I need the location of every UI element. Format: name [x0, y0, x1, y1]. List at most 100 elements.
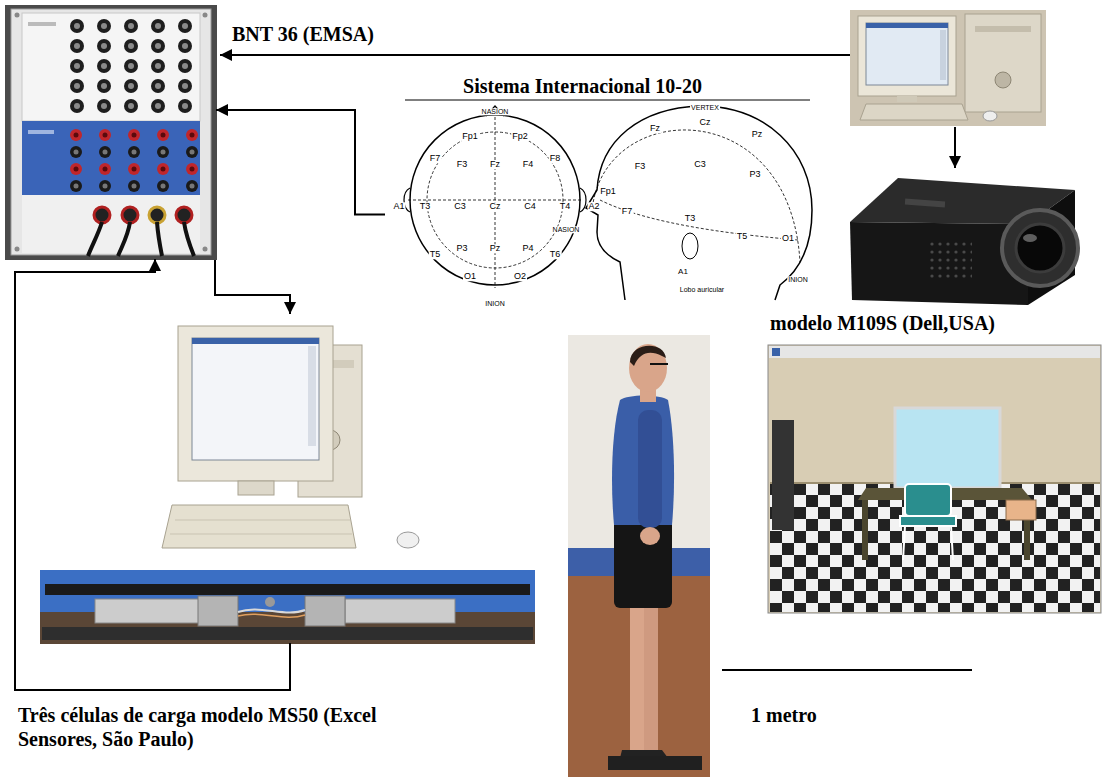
electrode-label: Fz [489, 160, 501, 169]
electrode-label: C3 [693, 160, 707, 169]
force-plate-photo-part [345, 599, 455, 623]
electrode-label: P4 [521, 244, 534, 253]
eeg-10-20-chart [404, 100, 812, 300]
stimulus-computer-photo [850, 10, 1046, 126]
recording-computer-photo-part [162, 505, 356, 548]
virtual-room-screenshot-part [772, 348, 780, 356]
device-node: modelo M109S (Dell,USA) [850, 172, 1075, 307]
subject-photo-part [650, 363, 668, 365]
device-node: BNT 36 (EMSA) [8, 8, 215, 258]
electrode-label: NASION [481, 108, 510, 115]
stimulus-computer-photo-part [866, 23, 948, 85]
recording-computer-photo-part [192, 338, 319, 460]
caption-text: Três células de carga modelo MS50 (Excel… [18, 703, 388, 751]
electrode-label: VERTEX [690, 104, 720, 111]
stimulus-computer-photo-part [965, 14, 1041, 112]
stimulus-computer-photo-part [860, 104, 968, 120]
electrode-label: T6 [549, 250, 562, 259]
electrode-label: A2 [587, 202, 600, 211]
electrode-label: O2 [513, 272, 527, 281]
subject-photo-part [608, 756, 702, 770]
electrode-label: Fz [649, 124, 661, 133]
projector-photo-part [850, 222, 1028, 305]
eeg-amplifier-photo-part [203, 247, 208, 252]
stimulus-computer-photo-part [983, 111, 997, 121]
caption-text: Sistema Internacional 10-20 [365, 74, 800, 98]
virtual-room-screenshot-part [895, 408, 1000, 488]
recording-computer-photo-part [192, 338, 319, 344]
electrode-label: F8 [549, 154, 562, 163]
eeg-amplifier-photo-part [94, 207, 110, 223]
eeg-amplifier-photo-part [122, 207, 138, 223]
eeg-amplifier-photo-part [11, 9, 211, 255]
force-plate-photo-part [238, 614, 305, 617]
recording-computer-photo-part [175, 520, 350, 521]
stimulus-computer-photo-part [858, 16, 956, 96]
electrode-label: O1 [463, 272, 477, 281]
force-plate-photo-part [40, 570, 535, 644]
stimulus-computer-photo-part [940, 30, 946, 80]
force-plate-photo-part [265, 597, 275, 607]
subject-photo-part [629, 344, 667, 392]
device-caption: Sistema Internacional 10-20 [365, 74, 800, 98]
virtual-room-screenshot-part [772, 420, 794, 530]
projector-photo-part [1023, 234, 1037, 242]
force-plate-photo-part [45, 584, 530, 595]
eeg-amplifier-photo-part [64, 16, 199, 116]
subject-photo-part [640, 527, 660, 545]
eeg-amplifier-photo-part [15, 247, 20, 252]
projector-photo [850, 178, 1078, 305]
subject-photo-part [630, 600, 644, 750]
electrode-label: C3 [453, 202, 467, 211]
electrode-label: Fp1 [461, 132, 479, 141]
force-plate-photo-part [42, 627, 533, 640]
recording-computer-photo [162, 326, 419, 548]
electrode-label: T3 [684, 214, 697, 223]
virtual-room-screenshot-part [903, 526, 905, 560]
virtual-room-screenshot-part [862, 500, 868, 560]
recording-computer-photo-part [397, 532, 419, 548]
eeg-10-20-chart-part [586, 106, 812, 300]
electrode-label: INION [484, 300, 505, 307]
eeg-amplifier-photo-part [176, 207, 192, 223]
electrode-label: F7 [429, 154, 442, 163]
stimulus-computer-photo-part [995, 72, 1011, 88]
eeg-10-20-chart-part [580, 188, 586, 212]
projector-photo-part [1002, 210, 1078, 286]
virtual-room-screenshot-part [900, 516, 956, 526]
force-plate-photo [40, 570, 535, 644]
recording-computer-photo-part [238, 481, 274, 495]
eeg-10-20-chart-part [405, 100, 810, 101]
electrode-label: T4 [559, 202, 572, 211]
electrode-label: P3 [748, 170, 761, 179]
virtual-room-screenshot-part [770, 483, 1100, 612]
device-node: Sistema Internacional 10-20 [385, 72, 820, 302]
electrode-label: F4 [522, 160, 535, 169]
electrode-label: Fp2 [511, 132, 529, 141]
eeg-amplifier-photo [5, 5, 217, 260]
subject-photo [568, 335, 710, 777]
recording-computer-photo-part [308, 346, 316, 446]
force-plate-photo-part [305, 596, 345, 626]
eeg-amplifier-photo-part [28, 130, 54, 134]
electrode-label: F3 [634, 162, 647, 171]
scale-bar-part [722, 669, 972, 671]
scale-label: 1 metro [750, 705, 818, 726]
eeg-amplifier-photo-part [157, 222, 162, 256]
recording-computer-photo-part [170, 534, 352, 535]
force-plate-photo-part [95, 599, 205, 623]
device-caption: Três células de carga modelo MS50 (Excel… [18, 703, 388, 751]
eeg-10-20-chart-part [408, 200, 582, 201]
projector-photo-part [905, 199, 945, 208]
force-plate-photo-part [238, 609, 305, 612]
electrode-label: T5 [736, 232, 749, 241]
virtual-room-screenshot [768, 345, 1101, 613]
eeg-amplifier-photo-part [203, 13, 208, 18]
eeg-amplifier-photo-part [149, 207, 165, 223]
eeg-amplifier-photo-part [28, 22, 56, 26]
electrode-label: Pz [751, 130, 764, 139]
electrode-label: T3 [419, 202, 432, 211]
signal-arrow-part [220, 54, 850, 56]
signal-connector [216, 110, 385, 215]
